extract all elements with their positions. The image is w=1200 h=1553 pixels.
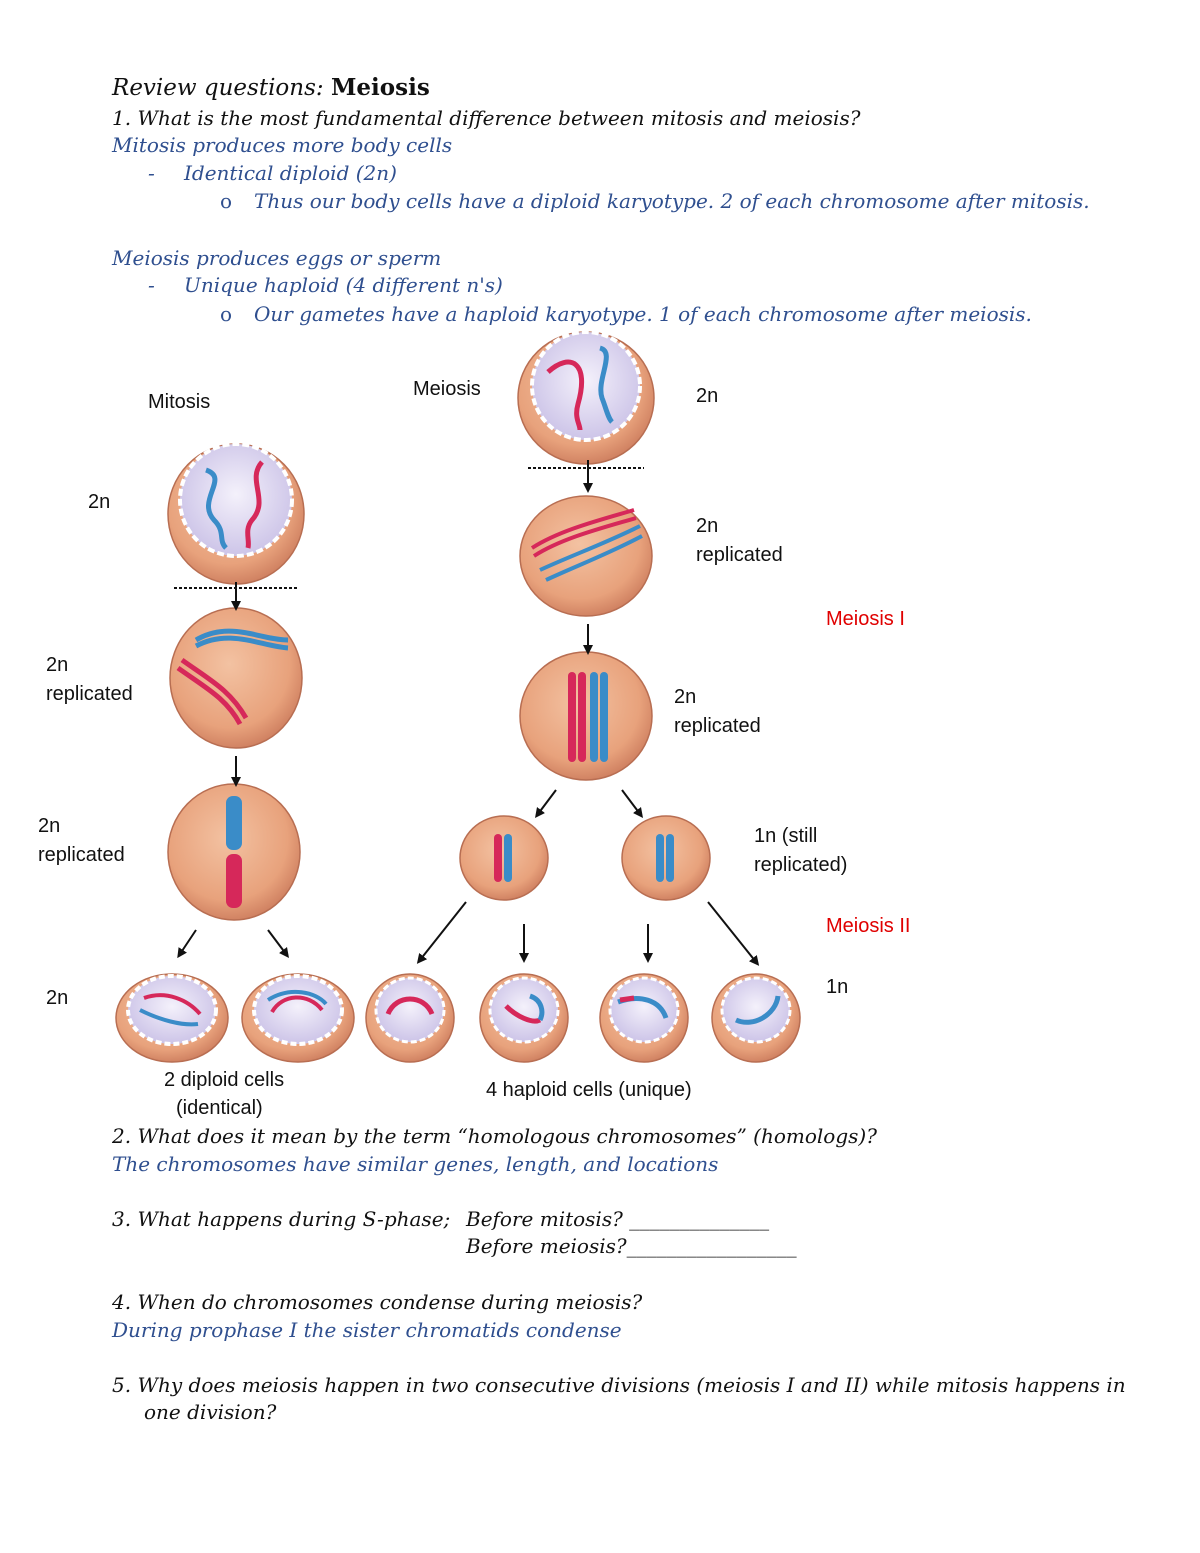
question-1: 1. What is the most fundamental differen… — [112, 106, 861, 130]
label-haploid-cells: 4 haploid cells (unique) — [486, 1079, 692, 1101]
answer-1-meiosis-bullet: Unique haploid (4 different n's) — [184, 273, 503, 297]
label-replicated: replicated — [696, 544, 783, 566]
bullet-circle: o — [220, 189, 233, 213]
meiosis-cell-2 — [519, 495, 653, 617]
label-meiosis: Meiosis — [413, 378, 481, 400]
meiosis-cell-1 — [517, 330, 655, 465]
answer-4: During prophase I the sister chromatids … — [112, 1318, 622, 1342]
question-2: 2. What does it mean by the term “homolo… — [112, 1124, 877, 1148]
meiosis-cell-3 — [519, 651, 653, 781]
label-diploid-cells: 2 diploid cells — [164, 1069, 285, 1091]
meiosis-cell-5 — [621, 815, 711, 901]
question-5-cont: one division? — [144, 1400, 277, 1424]
mitosis-cell-3 — [167, 783, 301, 921]
question-3: 3. What happens during S-phase; — [112, 1207, 451, 1231]
mitosis-cell-2 — [169, 607, 303, 749]
arrow-icon — [621, 789, 643, 818]
haploid-cell-2 — [479, 973, 569, 1063]
mitosis-cell-5 — [241, 973, 355, 1063]
arrow-icon — [707, 901, 760, 966]
mitosis-cell-1 — [167, 442, 305, 585]
answer-1-mitosis-sub: Thus our body cells have a diploid karyo… — [254, 189, 1090, 213]
haploid-cell-1 — [365, 973, 455, 1063]
page-title-topic: Meiosis — [330, 74, 430, 101]
arrow-icon — [416, 901, 467, 964]
haploid-cell-4 — [711, 973, 801, 1063]
bullet-dash: - — [148, 161, 155, 185]
bullet-circle: o — [220, 302, 233, 326]
label-2n: 2n — [696, 515, 719, 537]
label-2n: 2n — [88, 491, 111, 513]
label-1n-still-2: replicated) — [754, 854, 848, 876]
answer-1-mitosis: Mitosis produces more body cells — [112, 133, 453, 157]
label-2n: 2n — [46, 987, 69, 1009]
label-2n: 2n — [46, 654, 69, 676]
arrow-icon — [535, 789, 557, 818]
answer-1-mitosis-bullet: Identical diploid (2n) — [184, 161, 397, 185]
label-2n: 2n — [696, 385, 719, 407]
label-replicated: replicated — [674, 715, 761, 737]
meiosis-cell-4 — [459, 815, 549, 901]
label-identical: (identical) — [176, 1097, 263, 1119]
question-3-before-mitosis: Before mitosis? ______________ — [466, 1207, 770, 1231]
label-mitosis: Mitosis — [148, 391, 211, 413]
answer-2: The chromosomes have similar genes, leng… — [112, 1152, 719, 1176]
label-meiosis-two: Meiosis II — [826, 915, 911, 937]
question-4: 4. When do chromosomes condense during m… — [112, 1290, 643, 1314]
label-1n: 1n — [826, 976, 849, 998]
mitosis-cell-4 — [115, 973, 229, 1063]
label-2n: 2n — [674, 686, 697, 708]
label-2n: 2n — [38, 815, 61, 837]
bullet-dash: - — [148, 273, 155, 297]
page-title: Review questions: Meiosis — [112, 74, 430, 101]
label-replicated: replicated — [46, 683, 133, 705]
question-3-before-meiosis: Before meiosis?_________________ — [466, 1234, 797, 1258]
label-1n-still: 1n (still — [754, 825, 818, 847]
label-meiosis-one: Meiosis I — [826, 608, 905, 630]
arrow-icon — [267, 929, 289, 958]
haploid-cell-3 — [599, 973, 689, 1063]
label-replicated: replicated — [38, 844, 125, 866]
question-5: 5. Why does meiosis happen in two consec… — [112, 1373, 1126, 1397]
arrow-icon — [177, 929, 197, 959]
answer-1-meiosis: Meiosis produces eggs or sperm — [112, 246, 442, 270]
answer-1-meiosis-sub: Our gametes have a haploid karyotype. 1 … — [254, 302, 1032, 326]
